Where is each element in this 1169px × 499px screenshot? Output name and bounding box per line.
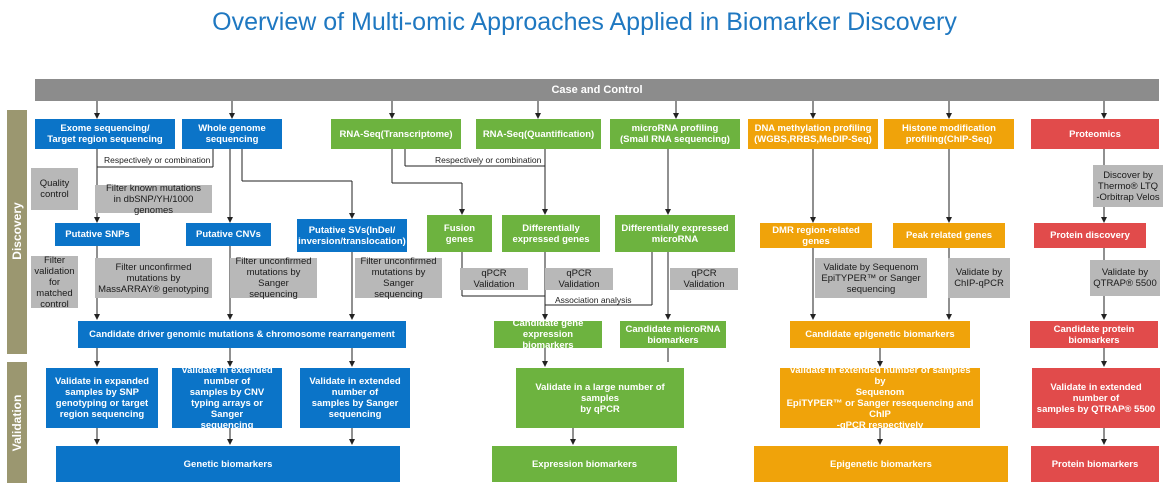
method-histone-modification-profiling: Histone modification profiling(ChIP-Seq) xyxy=(884,119,1014,149)
validation-stage-bar xyxy=(7,362,27,483)
method-rnaseq-quantification: RNA-Seq(Quantification) xyxy=(476,119,601,149)
differentially-expressed-genes: Differentially expressed genes xyxy=(502,215,600,252)
method-rnaseq-transcriptome: RNA-Seq(Transcriptome) xyxy=(331,119,461,149)
validate-chip-qpcr-box: Validate by ChIP-qPCR xyxy=(948,258,1010,298)
discovery-stage-label: Discovery xyxy=(10,202,24,260)
validate-sanger-sequencing: Validate in extended number of samples b… xyxy=(300,368,410,428)
genetic-biomarkers: Genetic biomarkers xyxy=(56,446,400,482)
qpcr-validation-box-1: qPCR Validation xyxy=(460,268,528,290)
method-dna-methylation-profiling: DNA methylation profiling (WGBS,RRBS,MeD… xyxy=(748,119,878,149)
note-respectively-or-combination-2: Respectively or combination xyxy=(435,155,542,165)
validate-sequenom-box: Validate by Sequenom EpiTYPER™ or Sanger… xyxy=(815,258,927,298)
filter-massarray-box: Filter unconfirmed mutations by MassARRA… xyxy=(95,258,212,298)
peak-related-genes: Peak related genes xyxy=(893,223,1005,248)
method-whole-genome-sequencing: Whole genome sequencing xyxy=(182,119,282,149)
note-association-analysis: Association analysis xyxy=(555,295,632,305)
putative-cnvs: Putative CNVs xyxy=(186,223,271,246)
qpcr-validation-box-3: qPCR Validation xyxy=(670,268,738,290)
protein-discovery: Protein discovery xyxy=(1034,223,1146,248)
method-proteomics: Proteomics xyxy=(1031,119,1159,149)
candidate-epigenetic-biomarkers: Candidate epigenetic biomarkers xyxy=(790,321,970,348)
case-and-control-bar: Case and Control xyxy=(35,79,1159,101)
quality-control-box: Quality control xyxy=(31,168,78,210)
differentially-expressed-microrna: Differentially expressed microRNA xyxy=(615,215,735,252)
method-microrna-profiling: microRNA profiling (Small RNA sequencing… xyxy=(610,119,740,149)
candidate-gene-expression-biomarkers: Candidate gene expression biomarkers xyxy=(494,318,602,351)
validate-snp-genotyping: Validate in expanded samples by SNP geno… xyxy=(46,368,158,428)
filter-validation-matched-control-box: Filter validation for matched control xyxy=(31,255,78,310)
candidate-genomic-mutations: Candidate driver genomic mutations & chr… xyxy=(78,321,406,348)
putative-svs: Putative SVs(InDel/ inversion/translocat… xyxy=(297,219,407,252)
candidate-microrna-biomarkers: Candidate microRNA biomarkers xyxy=(620,321,726,348)
validate-epigenetic-extended: Validate in extended number of samples b… xyxy=(780,365,980,431)
discovery-stage-bar xyxy=(7,110,27,354)
method-exome-sequencing: Exome sequencing/ Target region sequenci… xyxy=(35,119,175,149)
expression-biomarkers: Expression biomarkers xyxy=(492,446,677,482)
protein-biomarkers: Protein biomarkers xyxy=(1031,446,1159,482)
epigenetic-biomarkers: Epigenetic biomarkers xyxy=(754,446,1008,482)
filter-sanger-box-2: Filter unconfirmed mutations by Sanger s… xyxy=(355,256,442,300)
page-title: Overview of Multi-omic Approaches Applie… xyxy=(212,8,957,36)
validate-qtrap-box: Validate by QTRAP® 5500 xyxy=(1090,260,1160,296)
qpcr-validation-box-2: qPCR Validation xyxy=(545,268,613,290)
validate-qtrap-extended: Validate in extended number of samples b… xyxy=(1032,368,1160,428)
validation-stage-label: Validation xyxy=(10,394,24,452)
dmr-region-related-genes: DMR region-related genes xyxy=(760,223,872,248)
putative-snps: Putative SNPs xyxy=(55,223,140,246)
fusion-genes: Fusion genes xyxy=(427,215,492,252)
filter-known-mutations-box: Filter known mutations in dbSNP/YH/1000 … xyxy=(95,183,212,216)
validate-cnv-typing: Validate in extended number of samples b… xyxy=(172,365,282,431)
note-respectively-or-combination-1: Respectively or combination xyxy=(104,155,211,165)
candidate-protein-biomarkers: Candidate protein biomarkers xyxy=(1030,321,1158,348)
discover-by-orbitrap-box: Discover by Thermo® LTQ -Orbitrap Velos xyxy=(1093,165,1163,207)
validate-qpcr-large-samples: Validate in a large number of samples by… xyxy=(516,368,684,428)
filter-sanger-box-1: Filter unconfirmed mutations by Sanger s… xyxy=(230,256,317,300)
